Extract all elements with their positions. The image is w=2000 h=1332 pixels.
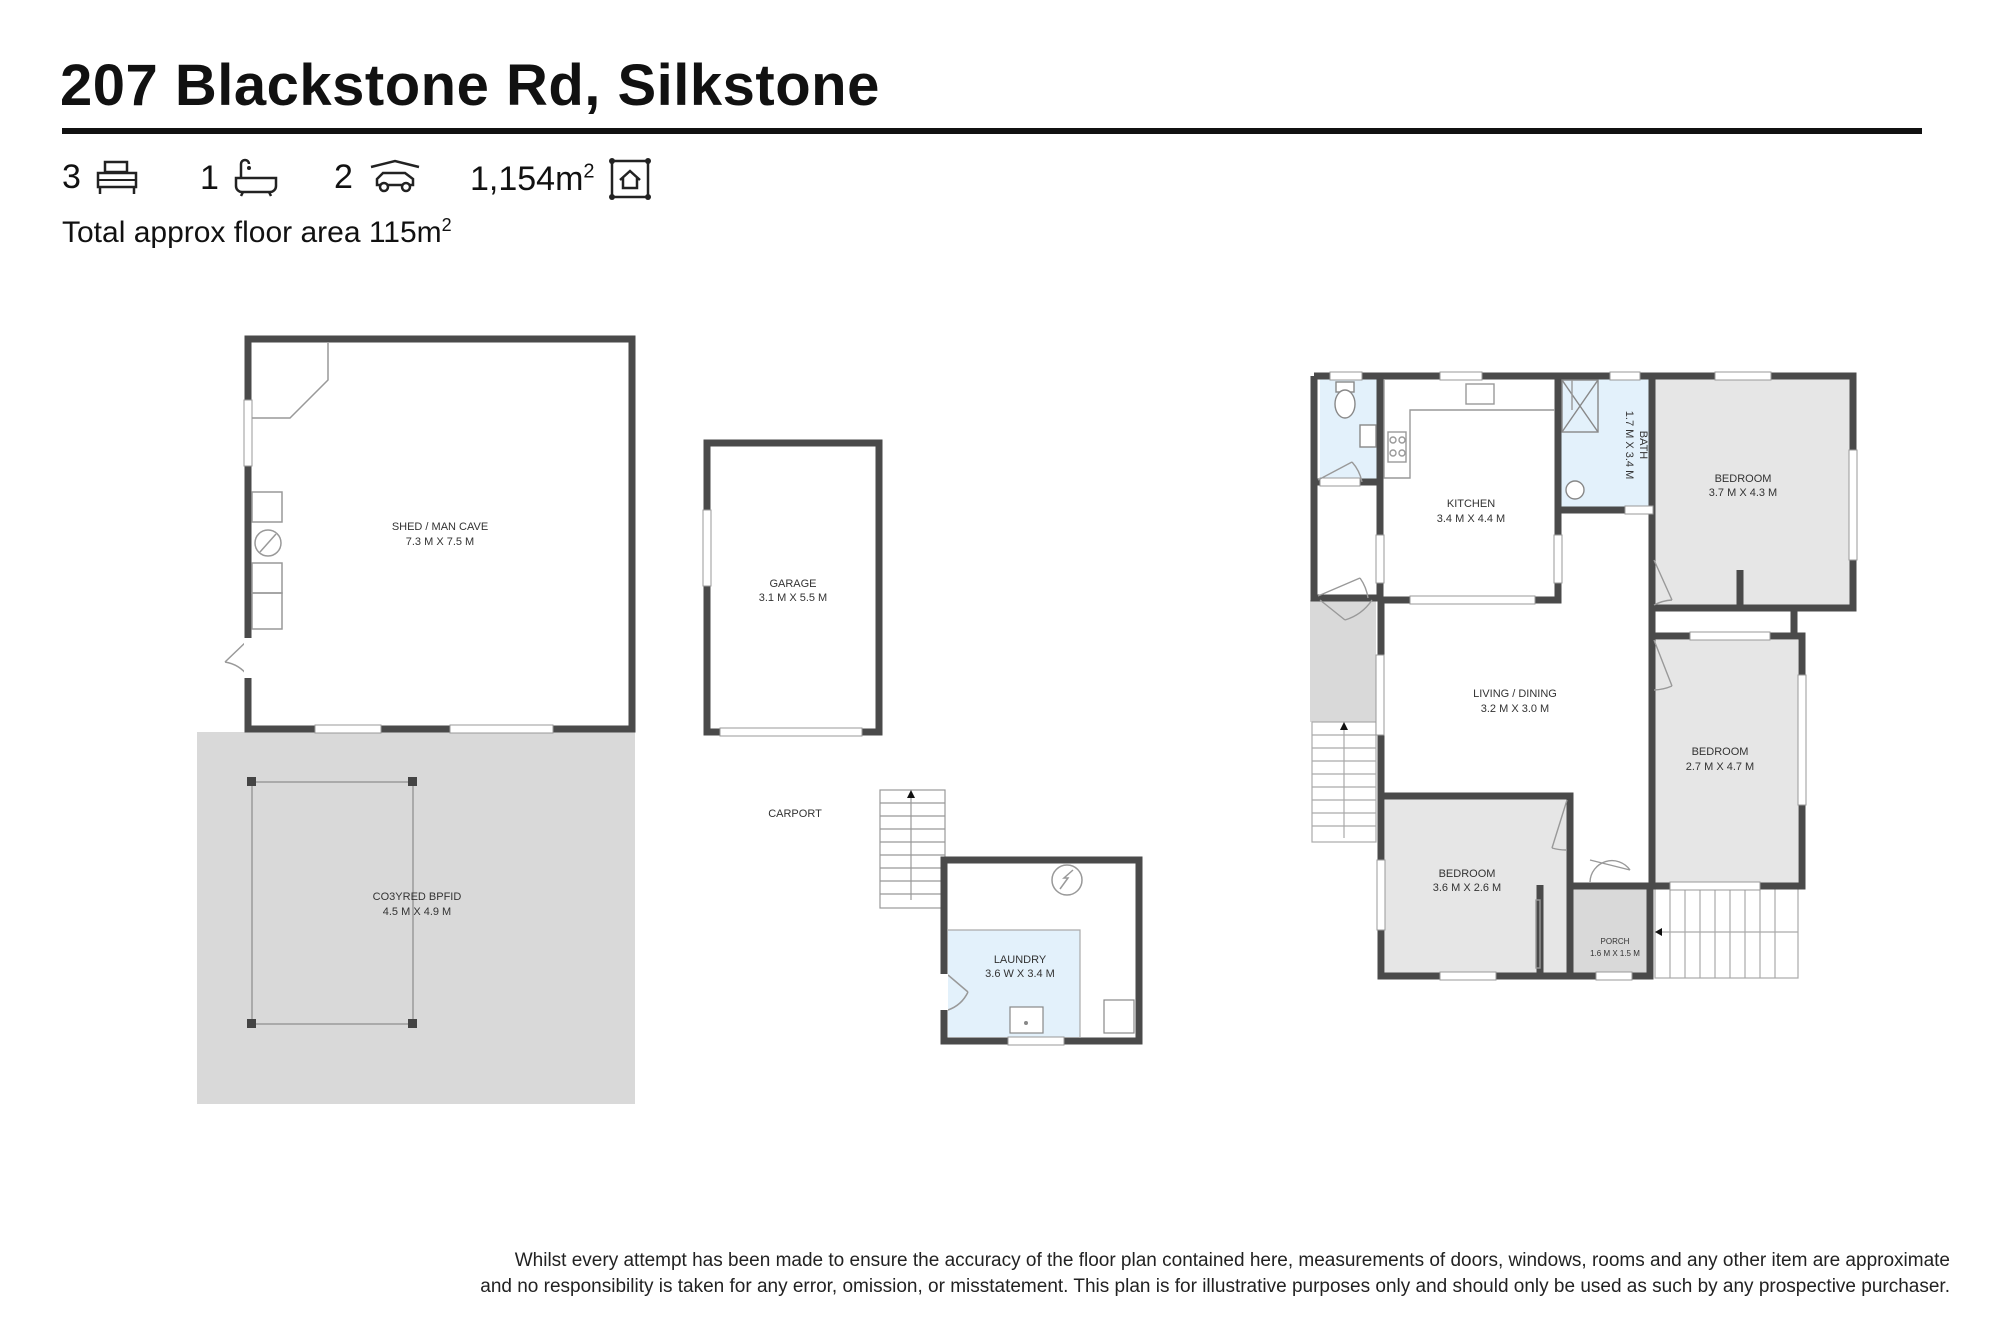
- car-icon: [370, 159, 420, 192]
- side-stairs: [1311, 721, 1377, 843]
- bedroom-2-dimensions: 2.7 M X 4.7 M: [1686, 761, 1754, 773]
- hot-water-icon: [1051, 864, 1083, 896]
- living-dimensions: 3.2 M X 3.0 M: [1481, 703, 1549, 715]
- porch-floor: [1570, 885, 1650, 973]
- garage-door: [719, 727, 863, 737]
- land-area: 1,154m: [470, 159, 584, 198]
- garage-window: [702, 509, 712, 587]
- covered-area-beam: [251, 781, 414, 1025]
- outdoor-stairs: [879, 789, 946, 909]
- post: [408, 777, 417, 786]
- shed-dimensions: 7.3 M X 7.5 M: [406, 536, 474, 548]
- bath-icon: [234, 158, 278, 197]
- laundry-window: [1007, 1036, 1065, 1046]
- post: [247, 1019, 256, 1028]
- covered-area-dimensions: 4.5 M X 4.9 M: [383, 906, 451, 918]
- bath-dimensions: 1.7 M X 3.4 M: [1623, 411, 1635, 479]
- kitchen-dimensions: 3.4 M X 4.4 M: [1437, 513, 1505, 525]
- disclaimer-line-2: and no responsibility is taken for any e…: [480, 1276, 1950, 1297]
- bedroom-3-label: BEDROOM: [1439, 868, 1496, 880]
- disclaimer-line-1: Whilst every attempt has been made to en…: [514, 1250, 1950, 1271]
- bedroom-1-floor: [1655, 379, 1850, 610]
- floor-area: Total approx floor area 115m2: [62, 215, 452, 250]
- bath-fixtures: [1561, 379, 1599, 500]
- porch-dimensions: 1.6 M X 1.5 M: [1590, 949, 1640, 958]
- land-icon: [608, 158, 651, 200]
- bedroom-2-floor: [1655, 640, 1798, 883]
- bed-icon: [96, 160, 138, 194]
- floor-area-text: Total approx floor area 115m: [62, 216, 442, 249]
- bedroom-1-dimensions: 3.7 M X 4.3 M: [1709, 487, 1777, 499]
- living-label: LIVING / DINING: [1473, 688, 1557, 700]
- laundry-tub: [1009, 1006, 1044, 1034]
- bedroom-1-label: BEDROOM: [1715, 473, 1772, 485]
- shed-walls: [244, 335, 636, 733]
- covered-area-label: CO3YRED BPFID: [373, 891, 462, 903]
- shed-window: [243, 399, 253, 467]
- bedroom-2-label: BEDROOM: [1692, 746, 1749, 758]
- baths-stat: 1: [200, 158, 279, 198]
- covered-area-floor: [197, 732, 635, 1104]
- bedroom-3-dimensions: 3.6 M X 2.6 M: [1433, 882, 1501, 894]
- garage-dimensions: 3.1 M X 5.5 M: [759, 592, 827, 604]
- page-title: 207 Blackstone Rd, Silkstone: [60, 53, 880, 118]
- ensuite-fixtures: [1334, 381, 1377, 448]
- cars-count: 2: [334, 158, 353, 196]
- kitchen-label: KITCHEN: [1447, 498, 1495, 510]
- post: [247, 777, 256, 786]
- shed-unit: [251, 491, 283, 523]
- land-stat: 1,154m2: [470, 158, 651, 200]
- post: [408, 1019, 417, 1028]
- beds-stat: 3: [62, 158, 139, 197]
- laundry-label: LAUNDRY: [994, 954, 1047, 966]
- beds-count: 3: [62, 158, 81, 196]
- shed-window: [314, 724, 382, 734]
- shed-corner-bench: [252, 343, 329, 419]
- windows: [1319, 371, 1858, 981]
- garage-label: GARAGE: [769, 578, 816, 590]
- side-hall-floor: [1310, 600, 1376, 722]
- laundry-appliance: [1103, 999, 1135, 1034]
- land-area-unit: 2: [583, 160, 595, 183]
- title-divider: [62, 128, 1922, 134]
- shed-unit: [251, 592, 283, 630]
- laundry-wet-area: [948, 930, 1080, 1037]
- floor-area-unit: 2: [441, 215, 452, 235]
- shed-label: SHED / MAN CAVE: [392, 521, 488, 533]
- cars-stat: 2: [334, 158, 423, 197]
- kitchen-benches: [1383, 380, 1555, 479]
- doors: [1317, 380, 1673, 969]
- baths-count: 1: [200, 158, 219, 197]
- porch-label: PORCH: [1601, 937, 1630, 946]
- garage-walls: [703, 439, 883, 736]
- shed-window: [449, 724, 554, 734]
- carport-label: CARPORT: [768, 808, 822, 820]
- porch-stairs: [1654, 887, 1799, 979]
- laundry-dimensions: 3.6 W X 3.4 M: [985, 968, 1055, 980]
- laundry-door: [947, 974, 969, 1011]
- bath-label: BATH: [1637, 431, 1649, 460]
- disclaimer: Whilst every attempt has been made to en…: [230, 1248, 1950, 1300]
- hot-water-icon: [254, 529, 282, 557]
